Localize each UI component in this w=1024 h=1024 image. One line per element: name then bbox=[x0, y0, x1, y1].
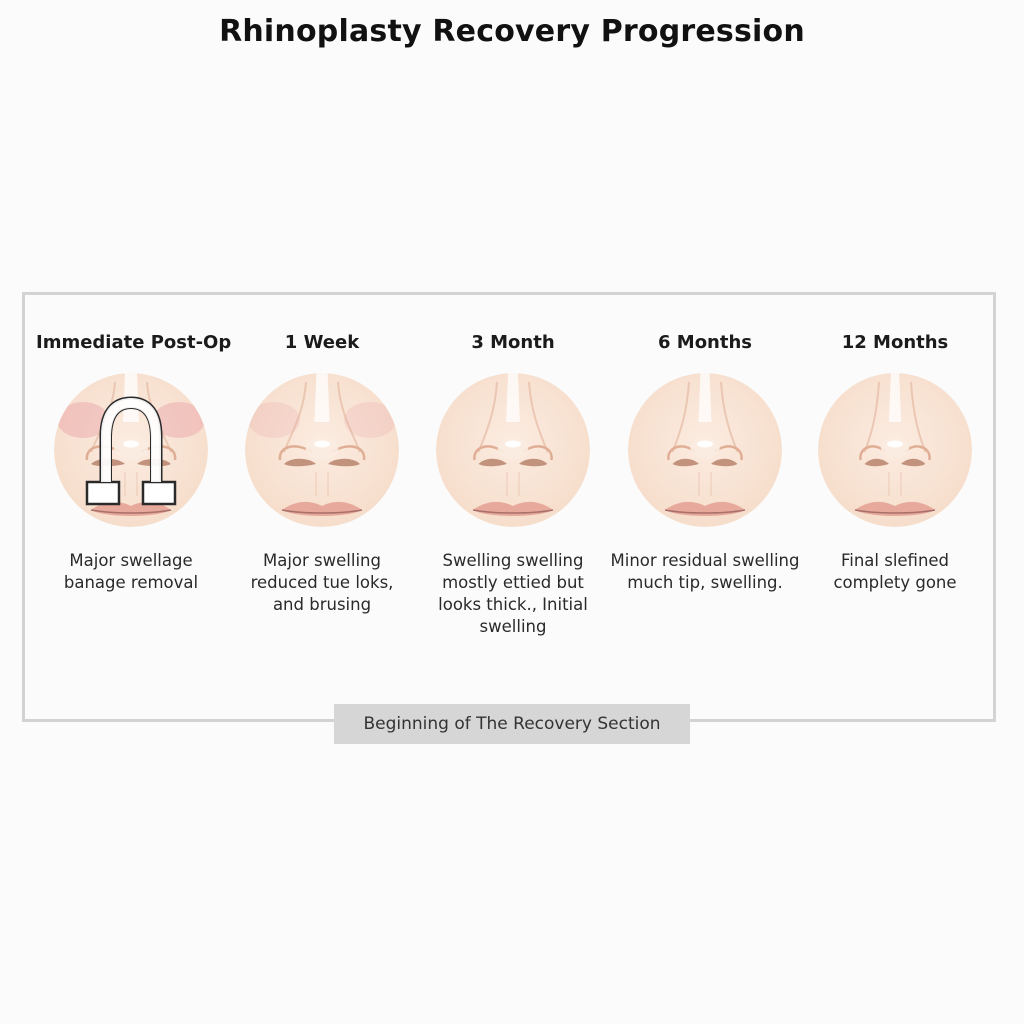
nostril-left bbox=[284, 458, 316, 467]
tip-highlight bbox=[314, 440, 330, 448]
nose-side-left bbox=[283, 381, 307, 453]
stage-1-week: 1 Week Major swelling reduced tue loks, … bbox=[227, 332, 417, 616]
stage-label: 1 Week bbox=[284, 332, 360, 353]
nostril-right bbox=[711, 458, 738, 467]
tip-highlight bbox=[697, 440, 713, 448]
nose-icon bbox=[818, 373, 972, 527]
lip-line bbox=[472, 509, 554, 514]
nose-side-right bbox=[528, 381, 549, 453]
redness-left bbox=[248, 402, 300, 438]
nostril-right bbox=[901, 458, 926, 467]
bridge-highlight bbox=[506, 373, 520, 422]
nostril-right bbox=[519, 458, 548, 467]
stage-6-months: 6 Months Minor residual swelling much ti… bbox=[610, 332, 800, 594]
lip-line bbox=[90, 509, 172, 514]
tip-highlight bbox=[123, 440, 139, 448]
nose-tip bbox=[305, 436, 339, 460]
nose-with-bandage-icon bbox=[54, 373, 208, 527]
nostril-left bbox=[672, 458, 699, 467]
stage-description: Major swelling reduced tue loks, and bru… bbox=[250, 551, 394, 614]
nostril-left bbox=[864, 458, 889, 467]
tip-highlight bbox=[887, 440, 903, 448]
nose-swollen-icon bbox=[245, 373, 399, 527]
stage-label: 12 Months bbox=[841, 332, 949, 353]
lip-line bbox=[281, 509, 363, 514]
page-title: Rhinoplasty Recovery Progression bbox=[219, 14, 805, 49]
section-label-bar: Beginning of The Recovery Section bbox=[334, 704, 690, 744]
lip-line bbox=[664, 509, 746, 514]
nose-side-left bbox=[477, 381, 498, 453]
redness-left bbox=[57, 402, 109, 438]
nose-side-right bbox=[720, 381, 739, 453]
stage-description: Major swellage banage removal bbox=[63, 551, 199, 592]
tip-highlight bbox=[505, 440, 521, 448]
nose-icon bbox=[628, 373, 782, 527]
stage-3-month: 3 Month Swelling swelling mostly ettied … bbox=[418, 332, 608, 638]
redness-right bbox=[344, 402, 396, 438]
nose-tip bbox=[114, 436, 148, 460]
bridge-highlight bbox=[698, 373, 712, 422]
nose-side-left bbox=[863, 381, 880, 453]
stage-description: Minor residual swelling much tip, swelli… bbox=[610, 551, 800, 592]
bridge-highlight bbox=[888, 373, 902, 422]
nose-side-left bbox=[671, 381, 690, 453]
nose-tip bbox=[497, 437, 529, 459]
nose-side-right bbox=[910, 381, 927, 453]
stage-description: Swelling swelling mostly ettied but look… bbox=[438, 551, 588, 636]
nostril-right bbox=[328, 458, 360, 467]
stage-12-months: 12 Months Final slefined complety gone bbox=[800, 332, 990, 594]
lip-line bbox=[854, 509, 936, 514]
bridge-highlight bbox=[314, 373, 330, 422]
stage-label: 6 Months bbox=[657, 332, 753, 353]
stage-immediate-post-op: Immediate Post-Op Major swellage banage … bbox=[36, 332, 232, 594]
stage-label: Immediate Post-Op bbox=[36, 332, 232, 353]
stage-description: Final slefined complety gone bbox=[833, 551, 957, 592]
nostril-left bbox=[478, 458, 507, 467]
nose-side-right bbox=[337, 381, 361, 453]
redness-right bbox=[153, 402, 205, 438]
stage-label: 3 Month bbox=[471, 332, 555, 353]
bandage-icon bbox=[85, 396, 177, 506]
nose-icon bbox=[436, 373, 590, 527]
